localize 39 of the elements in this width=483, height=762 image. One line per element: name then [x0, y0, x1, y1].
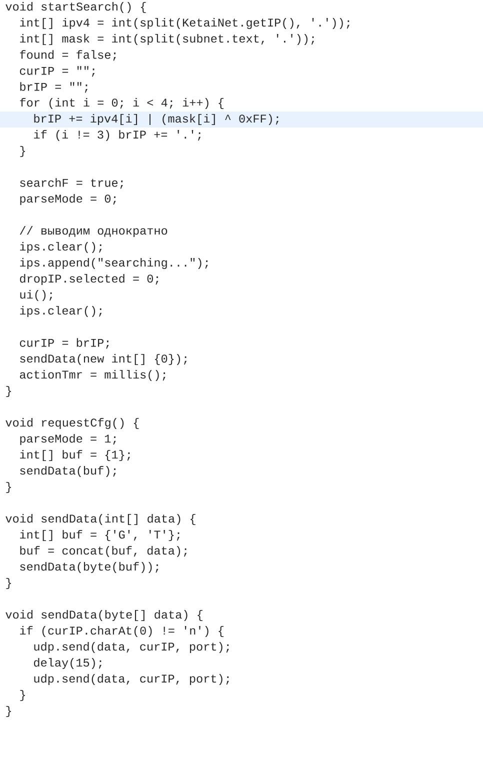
- code-line: int[] buf = {1};: [20, 450, 130, 461]
- code-line: if (i != 3) brIP += '.';: [34, 130, 201, 141]
- code-line: brIP += ipv4[i] | (mask[i] ^ 0xFF);: [34, 114, 278, 125]
- code-line: dropIP.selected = 0;: [20, 274, 158, 285]
- code-line: sendData(new int[] {0});: [20, 354, 187, 365]
- code-line: sendData(byte(buf));: [20, 562, 158, 573]
- code-line: ips.append("searching...");: [20, 258, 208, 269]
- code-line: sendData(buf);: [20, 466, 116, 477]
- code-line: ips.clear();: [20, 306, 102, 317]
- code-line: searchF = true;: [20, 178, 123, 189]
- code-line: if (curIP.charAt(0) != 'n') {: [20, 626, 224, 637]
- code-line: void sendData(int[] data) {: [6, 514, 196, 525]
- code-line: actionTmr = millis();: [20, 370, 166, 381]
- code-line: void startSearch() {: [6, 2, 146, 13]
- code-line: }: [20, 690, 25, 701]
- code-line: void requestCfg() {: [6, 418, 139, 429]
- code-line: parseMode = 1;: [20, 434, 116, 445]
- code-line: void sendData(byte[] data) {: [6, 610, 202, 621]
- code-line: }: [6, 386, 11, 397]
- code-line: udp.send(data, curIP, port);: [34, 674, 229, 685]
- code-line: curIP = brIP;: [20, 338, 109, 349]
- code-line: buf = concat(buf, data);: [20, 546, 187, 557]
- code-line: delay(15);: [34, 658, 102, 669]
- code-line: curIP = "";: [20, 66, 95, 77]
- code-line: ui();: [20, 290, 52, 301]
- code-line: }: [6, 482, 11, 493]
- code-line: }: [6, 706, 11, 717]
- code-line: int[] ipv4 = int(split(KetaiNet.getIP(), '.'));: [20, 18, 350, 29]
- code-line: parseMode = 0;: [20, 194, 116, 205]
- code-line: found = false;: [20, 50, 116, 61]
- code-line: }: [20, 146, 25, 157]
- code-line: int[] buf = {'G', 'T'};: [20, 530, 180, 541]
- code-line: ips.clear();: [20, 242, 102, 253]
- code-line: int[] mask = int(split(subnet.text, '.'));: [20, 34, 314, 45]
- code-line: for (int i = 0; i < 4; i++) {: [20, 98, 224, 109]
- code-line: }: [6, 578, 11, 589]
- code-line: // выводим однократно: [20, 226, 168, 237]
- code-line: udp.send(data, curIP, port);: [34, 642, 229, 653]
- code-line: brIP = "";: [20, 82, 88, 93]
